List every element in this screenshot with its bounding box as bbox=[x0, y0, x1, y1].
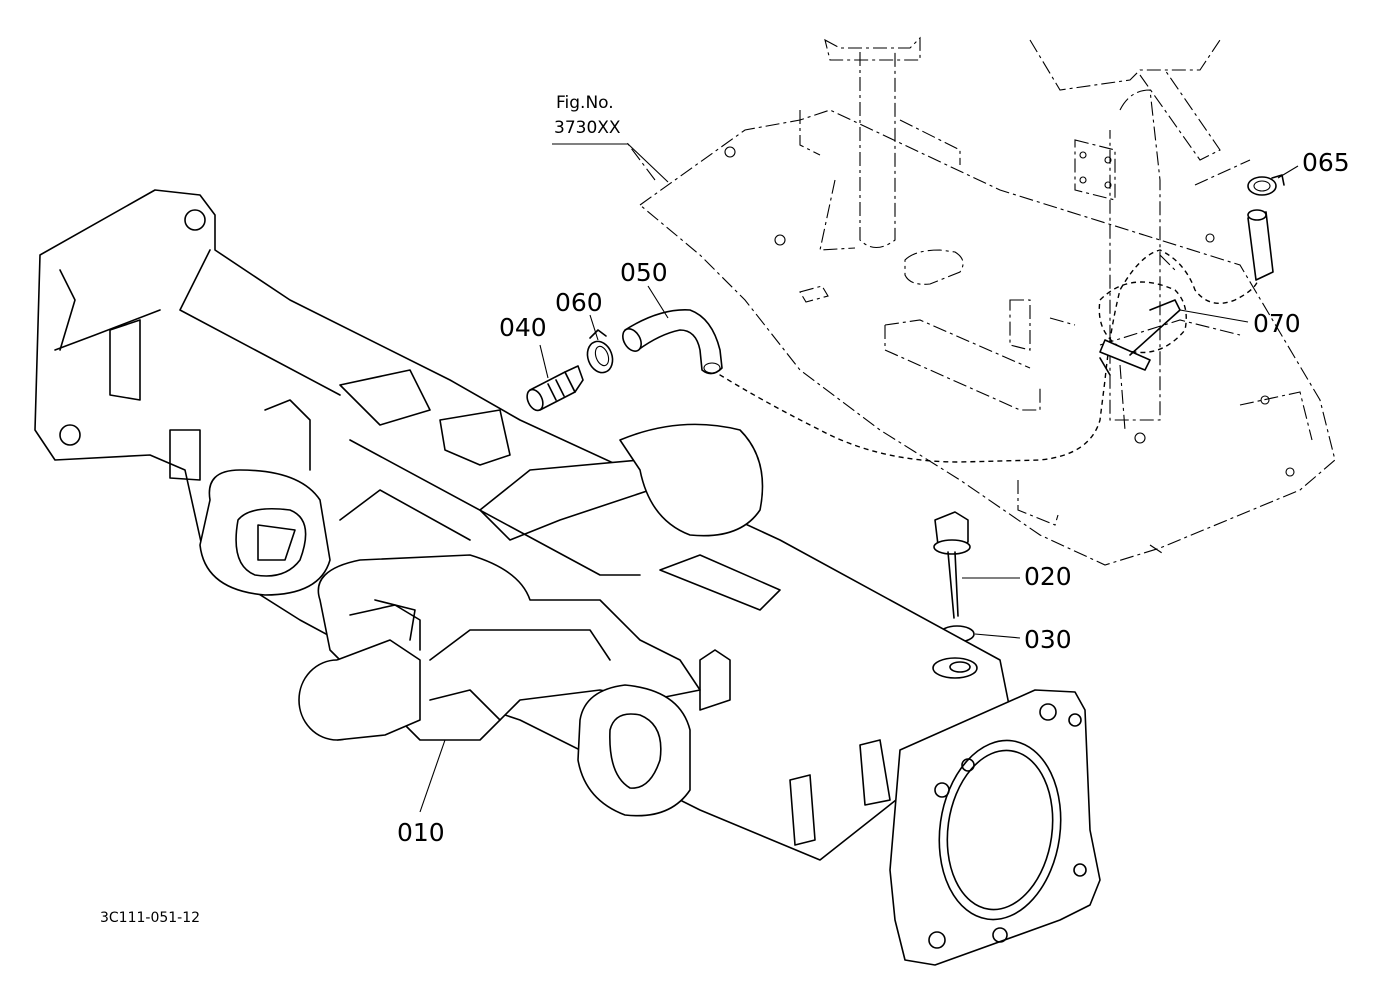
fitting-040 bbox=[526, 365, 584, 412]
figure-reference-line1: Fig.No. bbox=[556, 93, 614, 113]
hose-band-070 bbox=[1099, 299, 1181, 376]
axle-housing-010 bbox=[34, 189, 1101, 966]
frame-phantom bbox=[624, 36, 1336, 566]
hose-065 bbox=[1247, 174, 1285, 281]
drawing-code: 3C111-051-12 bbox=[100, 910, 201, 926]
callout-030: 030 bbox=[1024, 625, 1072, 654]
dipstick-020 bbox=[933, 511, 971, 619]
callout-040: 040 bbox=[499, 313, 547, 342]
hose-050 bbox=[622, 309, 723, 375]
leader-lines bbox=[419, 143, 1299, 813]
clamp-060 bbox=[586, 329, 614, 374]
figure-reference-line2: 3730XX bbox=[554, 118, 621, 138]
callout-050: 050 bbox=[620, 258, 668, 287]
callout-060: 060 bbox=[555, 288, 603, 317]
callout-065: 065 bbox=[1302, 148, 1350, 177]
callout-070: 070 bbox=[1253, 309, 1301, 338]
callout-020: 020 bbox=[1024, 562, 1072, 591]
callout-010: 010 bbox=[397, 818, 445, 847]
hose-route bbox=[711, 249, 1259, 463]
